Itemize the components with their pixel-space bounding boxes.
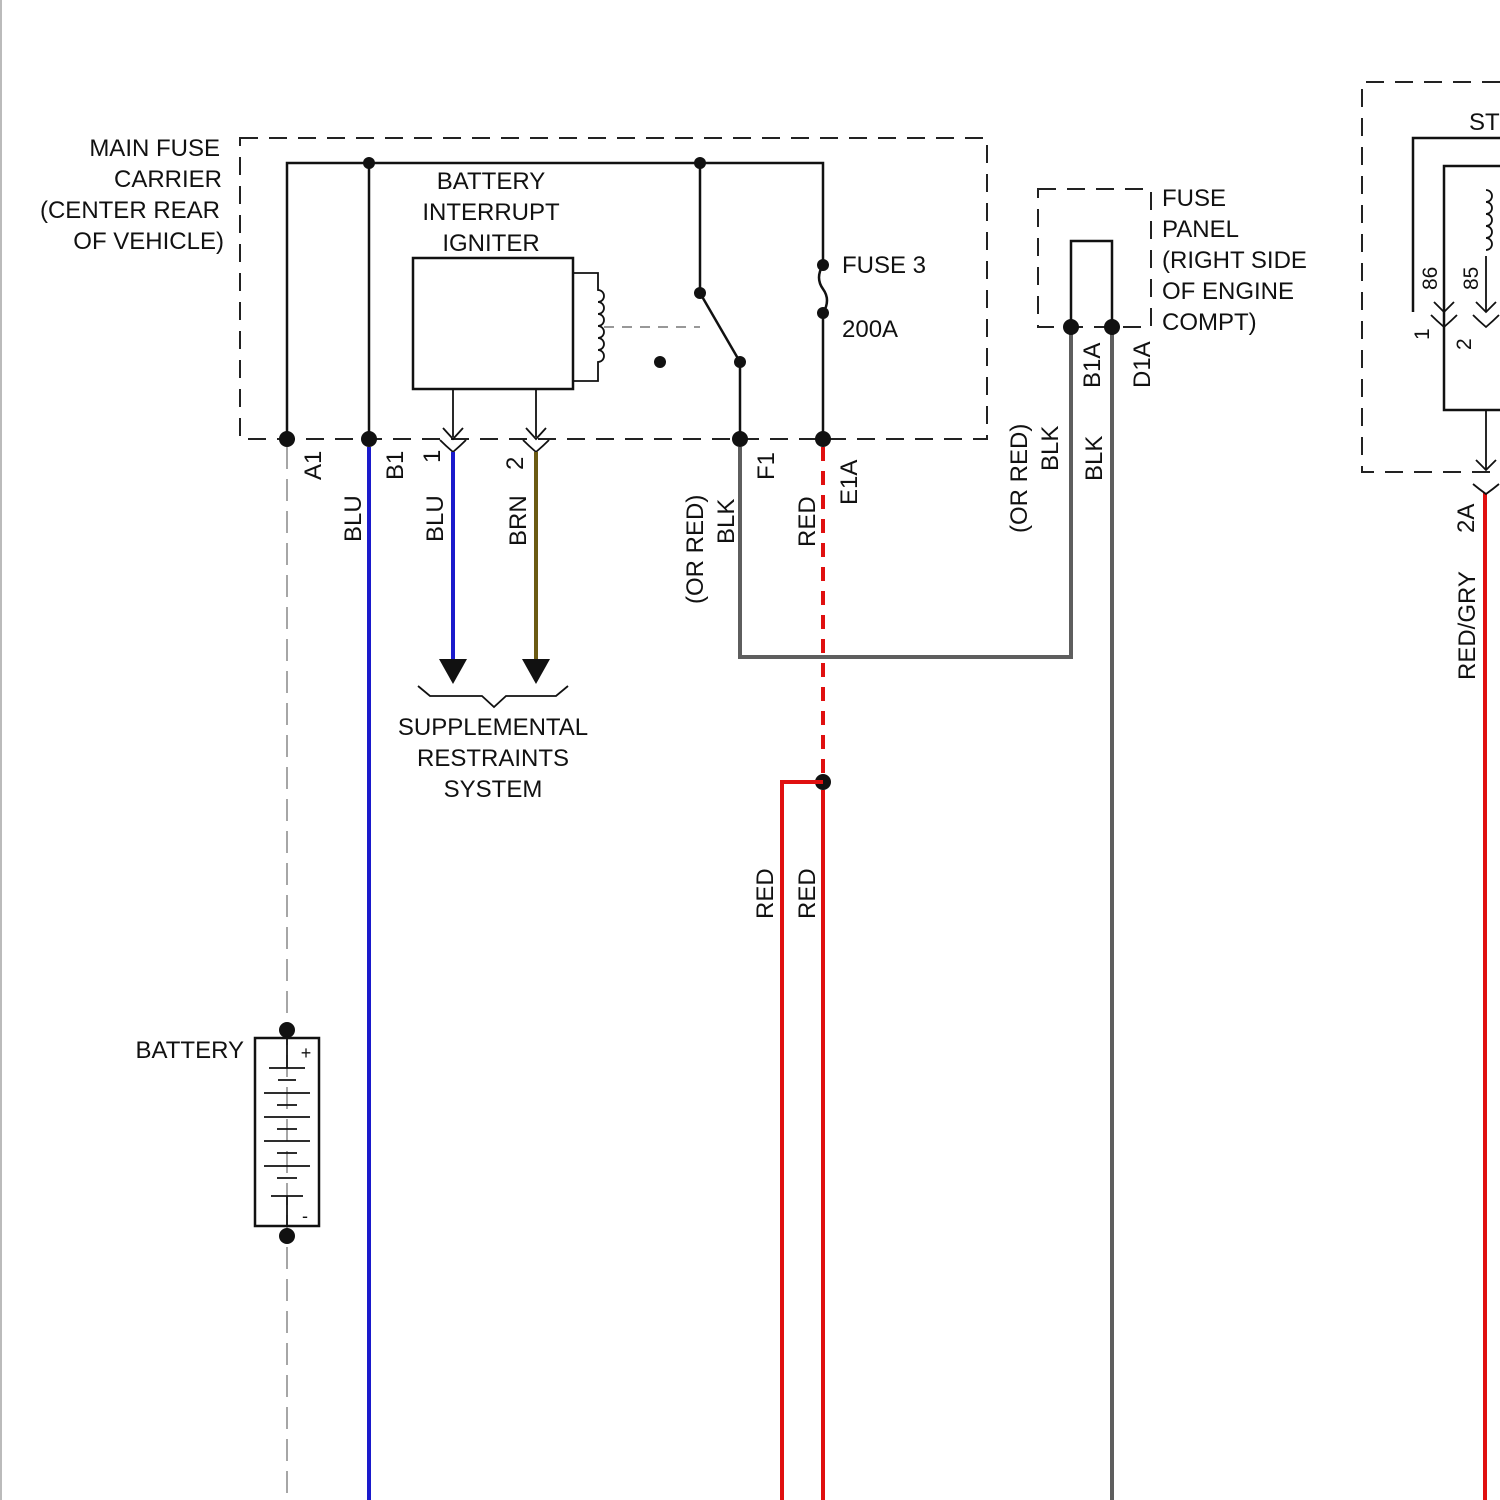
- pin-b1a-dot: [1063, 319, 1079, 335]
- fuse-panel-label-line-3: (RIGHT SIDE: [1162, 247, 1307, 274]
- main-fuse-carrier-boundary: [240, 138, 987, 439]
- supplemental-label-line-2: RESTRAINTS: [417, 745, 569, 772]
- wire-label-red-gry: RED/GRY: [1454, 571, 1481, 680]
- fuse-panel-label-line-2: PANEL: [1162, 216, 1239, 243]
- pin-e1a-dot: [815, 431, 831, 447]
- bus-junction-dot: [363, 157, 375, 169]
- main-fuse-carrier-label-line-1: MAIN FUSE: [89, 135, 220, 162]
- wire-label-brn-pin2: BRN: [505, 495, 532, 546]
- pin-a1-dot: [279, 431, 295, 447]
- main-fuse-carrier-label-line-3: (CENTER REAR: [40, 197, 220, 224]
- pin-label-b1: B1: [382, 451, 409, 480]
- fuse-panel-label-line-5: COMPT): [1162, 309, 1257, 336]
- fuse-panel: FUSE PANEL (RIGHT SIDE OF ENGINE COMPT) …: [1038, 185, 1307, 388]
- pin-label-d1a: D1A: [1129, 341, 1156, 388]
- pin-label-1: 1: [419, 450, 446, 463]
- starter-relay: ST 86 85 1 2 2A: [1362, 82, 1500, 533]
- relay-coil-icon: [1486, 190, 1492, 250]
- relay-title: ST: [1469, 109, 1500, 136]
- pin-label-a1: A1: [300, 451, 327, 480]
- pin-label-b1a: B1A: [1079, 343, 1106, 388]
- wire-label-red-e1a: RED: [794, 496, 821, 547]
- wire-label-blk-d1a: BLK: [1081, 436, 1108, 481]
- igniter-label-line-2: INTERRUPT: [422, 199, 560, 226]
- battery: BATTERY + -: [136, 1022, 319, 1244]
- fuse-icon: [819, 265, 827, 313]
- battery-positive-dot: [279, 1022, 295, 1038]
- battery-minus-sign: -: [302, 1206, 308, 1226]
- igniter-coil-icon: [573, 273, 604, 381]
- wire-label-red-right: RED: [794, 868, 821, 919]
- igniter-label-line-1: BATTERY: [437, 168, 545, 195]
- wire-label-blk-f1: BLK: [713, 499, 740, 544]
- fuse-panel-label-line-4: OF ENGINE: [1162, 278, 1294, 305]
- wire-label-blk-b1a-alt: (OR RED): [1006, 424, 1033, 533]
- arrow-down-icon: [522, 659, 550, 684]
- main-fuse-carrier: MAIN FUSE CARRIER (CENTER REAR OF VEHICL…: [40, 135, 987, 505]
- relay-pin-2a: 2A: [1453, 504, 1480, 533]
- wire-label-red-left: RED: [752, 868, 779, 919]
- pin-label-e1a: E1A: [836, 460, 863, 505]
- wire-label-blu-b1: BLU: [340, 495, 367, 542]
- battery-plus-sign: +: [301, 1043, 312, 1063]
- pin-f1-dot: [732, 431, 748, 447]
- fuse-panel-label-line-1: FUSE: [1162, 185, 1226, 212]
- battery-label: BATTERY: [136, 1037, 244, 1064]
- battery-negative-dot: [279, 1228, 295, 1244]
- fuse-panel-internal-link: [1071, 241, 1112, 327]
- switch-open-contact-dot: [654, 356, 666, 368]
- main-fuse-carrier-label-line-4: OF VEHICLE): [73, 228, 224, 255]
- wire-label-blk-b1a: BLK: [1037, 426, 1064, 471]
- pin-d1a-dot: [1104, 319, 1120, 335]
- fuse-panel-boundary: [1038, 189, 1151, 327]
- pin-label-2: 2: [502, 457, 529, 470]
- pin-b1-dot: [361, 431, 377, 447]
- main-fuse-carrier-label-line-2: CARRIER: [114, 166, 222, 193]
- igniter-label-line-3: IGNITER: [442, 230, 539, 257]
- wire-label-blu-pin1: BLU: [422, 495, 449, 542]
- bus-junction-dot: [694, 157, 706, 169]
- relay-terminal-85: 85: [1460, 267, 1483, 290]
- relay-pin-1: 1: [1411, 328, 1434, 340]
- fuse-rating: 200A: [842, 316, 898, 343]
- brace-icon: [418, 686, 568, 707]
- wire-label-blk-f1-alt: (OR RED): [682, 495, 709, 604]
- relay-terminal-86: 86: [1419, 267, 1442, 290]
- battery-interrupt-igniter: [413, 258, 573, 389]
- fuse-name: FUSE 3: [842, 252, 926, 279]
- supplemental-label-line-1: SUPPLEMENTAL: [398, 714, 588, 741]
- relay-pin-2: 2: [1453, 338, 1476, 350]
- supplemental-label-line-3: SYSTEM: [444, 776, 543, 803]
- interrupt-switch-blade: [700, 293, 740, 362]
- arrow-down-icon: [439, 659, 467, 684]
- pin-label-f1: F1: [753, 452, 780, 480]
